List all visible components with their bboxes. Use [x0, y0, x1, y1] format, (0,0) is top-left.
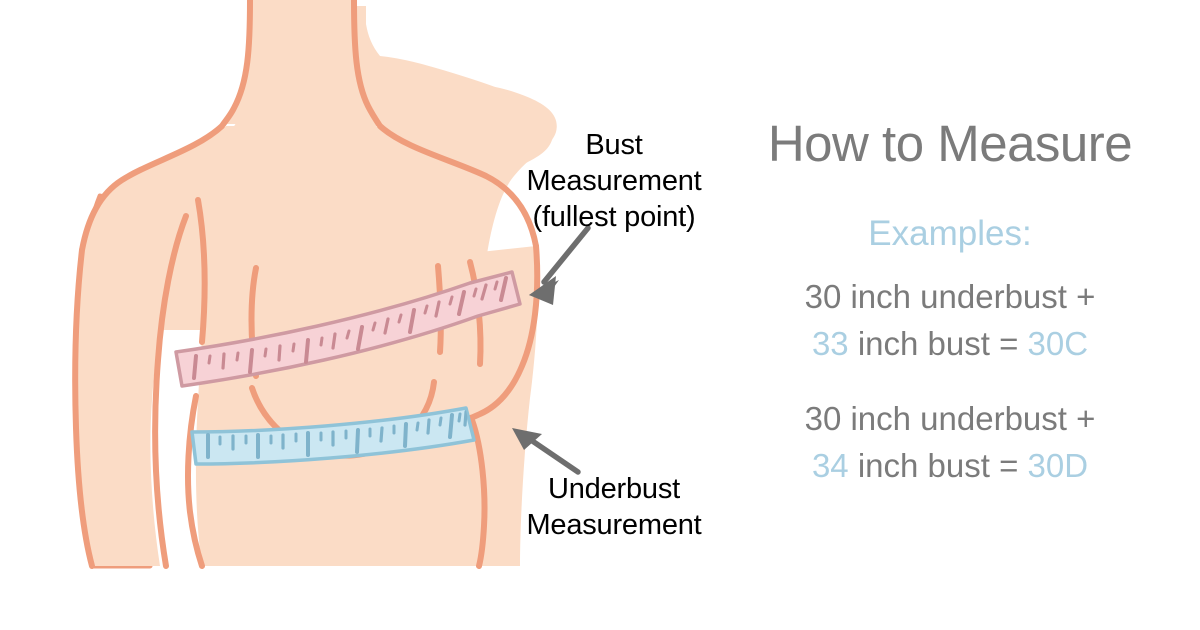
bust-measurement-label: Bust Measurement (fullest point) [526, 129, 702, 233]
bust-measuring-tape [174, 270, 522, 388]
example-underbust-line: 30 inch underbust + [804, 278, 1096, 315]
example-bust-result-line: 34 inch bust = 30D [700, 443, 1200, 490]
torso-left-edge [185, 393, 205, 569]
example-result-size: 30D [1027, 446, 1089, 484]
female-torso-illustration [72, 0, 591, 569]
page-title: How to Measure [767, 115, 1133, 172]
underbust-measurement-label: Underbust Measurement [526, 473, 702, 541]
left-arm-inner-edge [72, 213, 189, 569]
example-bust-value: 33 [811, 324, 849, 362]
neck [219, 0, 383, 129]
example-item: 30 inch underbust + 34 inch bust = 30D [700, 396, 1200, 490]
underbust-measuring-tape [190, 406, 476, 466]
example-bust-text: inch bust = [848, 324, 1028, 362]
example-underbust-line: 30 inch underbust + [804, 400, 1096, 437]
examples-heading: Examples: [868, 214, 1032, 253]
example-bust-value: 34 [811, 446, 849, 484]
example-result-size: 30C [1027, 324, 1089, 362]
example-item: 30 inch underbust + 33 inch bust = 30C [700, 274, 1200, 368]
illustration-panel: Bust Measurement (fullest point) Underbu… [72, 0, 702, 569]
example-bust-result-line: 33 inch bust = 30C [700, 321, 1200, 368]
example-bust-text: inch bust = [848, 446, 1028, 484]
underbust-arrow [512, 428, 581, 475]
text-panel: How to Measure Examples: 30 inch underbu… [700, 0, 1200, 630]
bust-arrow [529, 225, 591, 305]
